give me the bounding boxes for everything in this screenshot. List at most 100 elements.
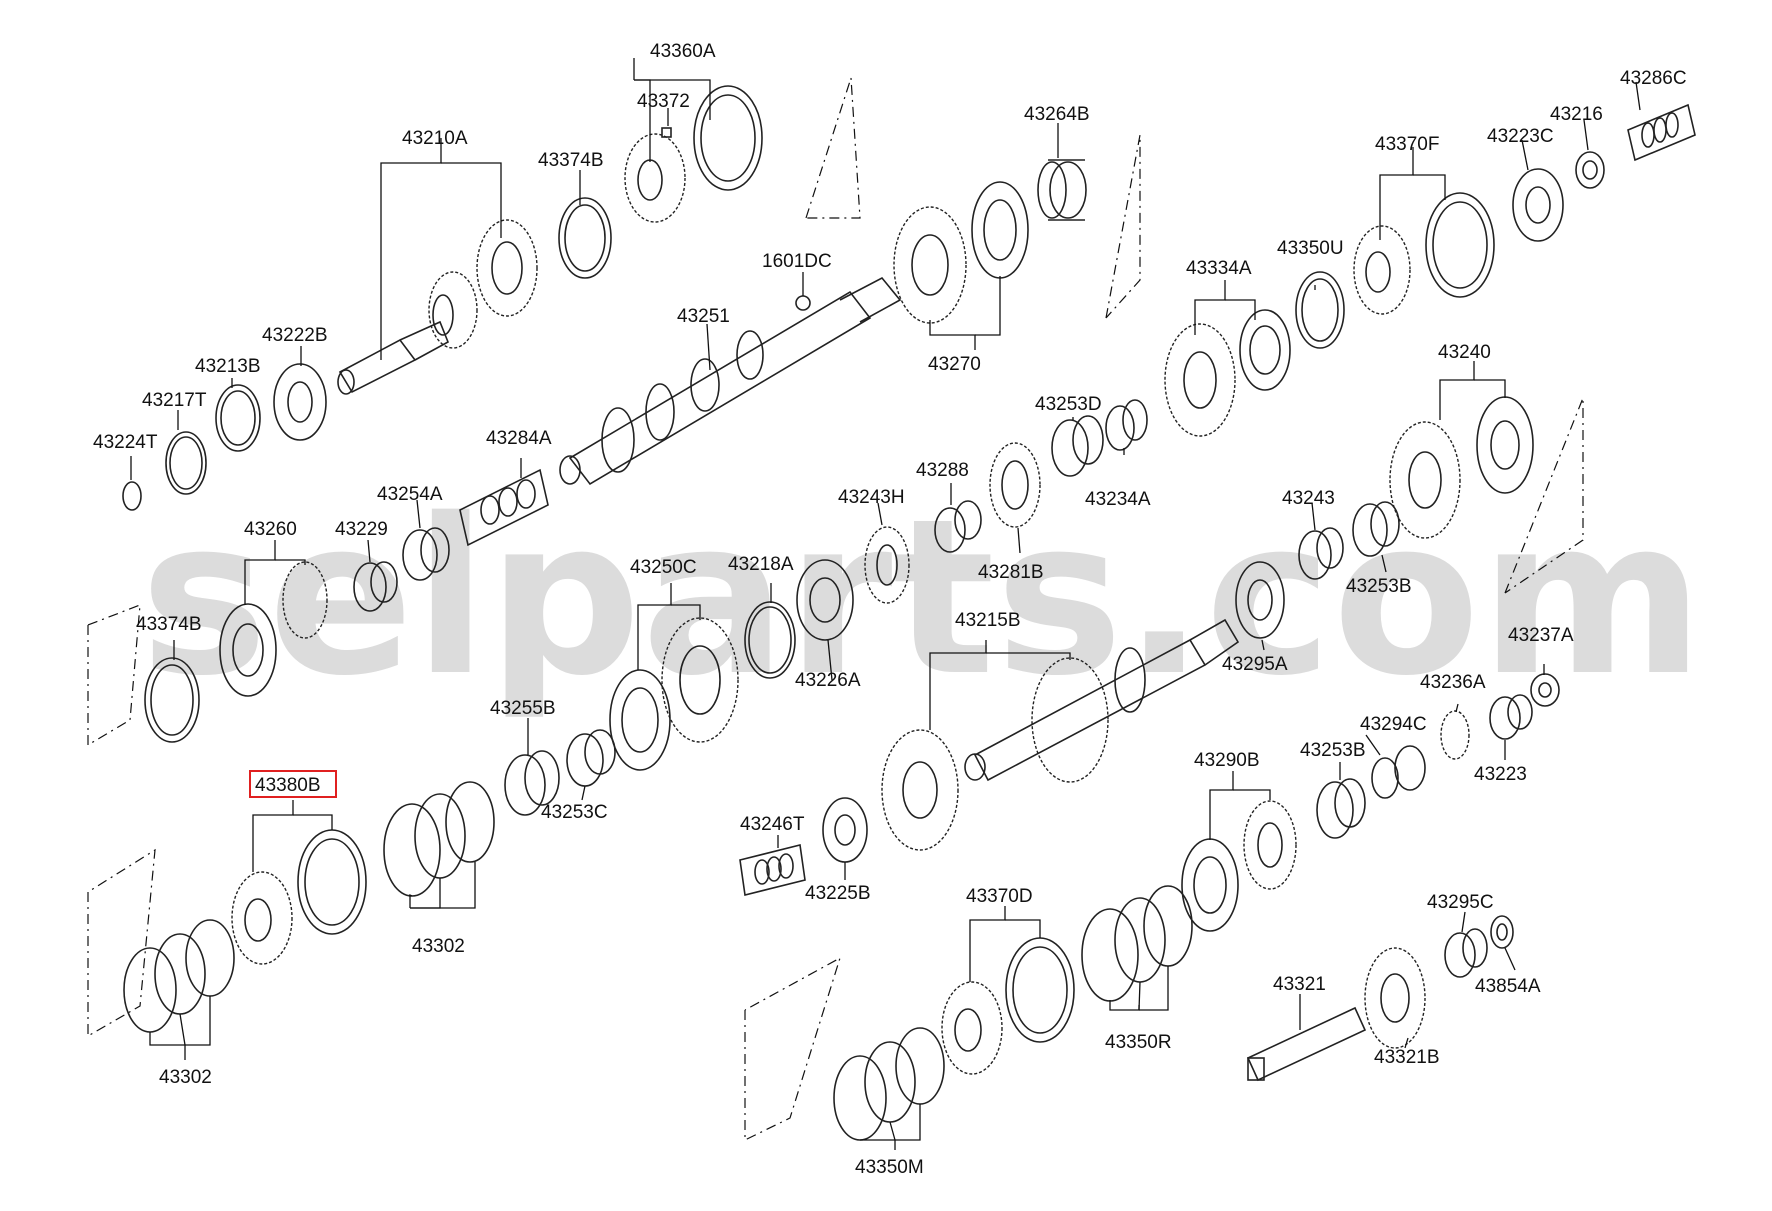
gear-43250C — [609, 617, 739, 771]
label-1601DC[interactable]: 1601DC — [762, 251, 832, 272]
label-43334A[interactable]: 43334A — [1186, 258, 1252, 279]
washer-43854A — [1490, 915, 1514, 949]
gear-43290B — [1181, 800, 1297, 932]
label-43360A[interactable]: 43360A — [650, 41, 716, 62]
label-43240[interactable]: 43240 — [1438, 342, 1491, 363]
label-43374B-left[interactable]: 43374B — [136, 614, 202, 635]
needle-bearing-43255B — [504, 750, 560, 816]
label-43350R[interactable]: 43350R — [1105, 1032, 1172, 1053]
label-43295C[interactable]: 43295C — [1427, 892, 1494, 913]
label-43370F[interactable]: 43370F — [1375, 134, 1439, 155]
label-43222B[interactable]: 43222B — [262, 325, 328, 346]
collar-43234A — [1105, 399, 1148, 451]
label-43246T[interactable]: 43246T — [740, 814, 805, 835]
sync-43380B — [231, 829, 367, 965]
springs-43246T — [739, 844, 806, 896]
label-43374B-top[interactable]: 43374B — [538, 150, 604, 171]
sync-rings-43350R — [1081, 885, 1193, 1002]
gear-43281B — [989, 442, 1041, 528]
label-43302-lower[interactable]: 43302 — [159, 1067, 212, 1088]
needle-bearing-43264B — [1037, 159, 1087, 221]
label-43223[interactable]: 43223 — [1474, 764, 1527, 785]
label-43217T[interactable]: 43217T — [142, 390, 207, 411]
label-43210A[interactable]: 43210A — [402, 128, 468, 149]
needle-bearing-43253B-upper — [1352, 501, 1400, 557]
label-43251[interactable]: 43251 — [677, 306, 730, 327]
label-43253D[interactable]: 43253D — [1035, 394, 1102, 415]
needle-bearing-43254A — [402, 527, 450, 581]
label-43321B[interactable]: 43321B — [1374, 1047, 1440, 1068]
section-border-left-lower — [87, 848, 156, 1038]
label-43213B[interactable]: 43213B — [195, 356, 261, 377]
ball-1601DC — [795, 295, 811, 311]
label-43288[interactable]: 43288 — [916, 460, 969, 481]
label-43302-upper[interactable]: 43302 — [412, 936, 465, 957]
label-43237A[interactable]: 43237A — [1508, 625, 1574, 646]
label-43253B-lower[interactable]: 43253B — [1300, 740, 1366, 761]
label-43254A[interactable]: 43254A — [377, 484, 443, 505]
label-43243[interactable]: 43243 — [1282, 488, 1335, 509]
label-43321[interactable]: 43321 — [1273, 974, 1326, 995]
needle-bearing-43253D — [1051, 415, 1104, 477]
nut-43237A — [1530, 673, 1560, 707]
label-43225B[interactable]: 43225B — [805, 883, 871, 904]
section-border-right — [1504, 397, 1584, 594]
label-43226A[interactable]: 43226A — [795, 670, 861, 691]
sync-rings-43302-lower — [123, 919, 235, 1033]
label-43290B[interactable]: 43290B — [1194, 750, 1260, 771]
gear-43260 — [219, 561, 328, 697]
sync-43370F — [1353, 192, 1495, 315]
label-43380B[interactable]: 43380B — [255, 775, 321, 796]
bearing-43225B — [822, 797, 868, 863]
gear-43270 — [893, 181, 1029, 324]
section-border-bottom — [744, 956, 842, 1141]
label-43255B[interactable]: 43255B — [490, 698, 556, 719]
label-43234A[interactable]: 43234A — [1085, 489, 1151, 510]
label-43243H[interactable]: 43243H — [838, 487, 905, 508]
label-43286C[interactable]: 43286C — [1620, 68, 1687, 89]
label-43216[interactable]: 43216 — [1550, 104, 1603, 125]
label-43281B[interactable]: 43281B — [978, 562, 1044, 583]
label-43854A[interactable]: 43854A — [1475, 976, 1541, 997]
label-43253C[interactable]: 43253C — [541, 802, 608, 823]
label-43218A[interactable]: 43218A — [728, 554, 794, 575]
label-43264B[interactable]: 43264B — [1024, 104, 1090, 125]
label-43224T[interactable]: 43224T — [93, 432, 158, 453]
bearing-43223 — [1489, 694, 1533, 740]
sync-ring-43374B-left — [144, 657, 200, 743]
needle-bearing-43295C — [1444, 928, 1488, 978]
part-labels: 43360A 43372 43374B 43210A 43264B 43286C… — [93, 41, 1687, 1178]
label-43372[interactable]: 43372 — [637, 91, 690, 112]
sync-ring-43374B — [558, 197, 612, 279]
label-43223C[interactable]: 43223C — [1487, 126, 1554, 147]
sync-43370D — [941, 937, 1075, 1075]
label-43350U[interactable]: 43350U — [1277, 238, 1344, 259]
label-43370D[interactable]: 43370D — [966, 886, 1033, 907]
ring-43224T — [122, 481, 142, 511]
label-43350M[interactable]: 43350M — [855, 1157, 924, 1178]
section-border-upper-right — [1105, 134, 1141, 319]
label-43229[interactable]: 43229 — [335, 519, 388, 540]
label-43270[interactable]: 43270 — [928, 354, 981, 375]
label-43295A[interactable]: 43295A — [1222, 654, 1288, 675]
bearing-43226A — [796, 559, 854, 641]
label-43250C[interactable]: 43250C — [630, 557, 697, 578]
label-43284A[interactable]: 43284A — [486, 428, 552, 449]
label-43260[interactable]: 43260 — [244, 519, 297, 540]
label-43294C[interactable]: 43294C — [1360, 714, 1427, 735]
ring-43217T — [165, 431, 207, 495]
watermark-text: selparts.com — [140, 472, 1704, 723]
section-border-top — [805, 77, 861, 219]
section-border-left-upper — [87, 604, 141, 747]
ring-43218A — [744, 601, 796, 679]
label-43236A[interactable]: 43236A — [1420, 672, 1486, 693]
input-shaft-43210A — [337, 219, 538, 395]
bearing-43222B — [273, 363, 327, 441]
label-43215B[interactable]: 43215B — [955, 610, 1021, 631]
label-43253B-upper[interactable]: 43253B — [1346, 576, 1412, 597]
springs-43286C — [1627, 103, 1696, 162]
gear-43215B-cluster — [881, 729, 959, 851]
collar-43294C — [1371, 745, 1426, 799]
